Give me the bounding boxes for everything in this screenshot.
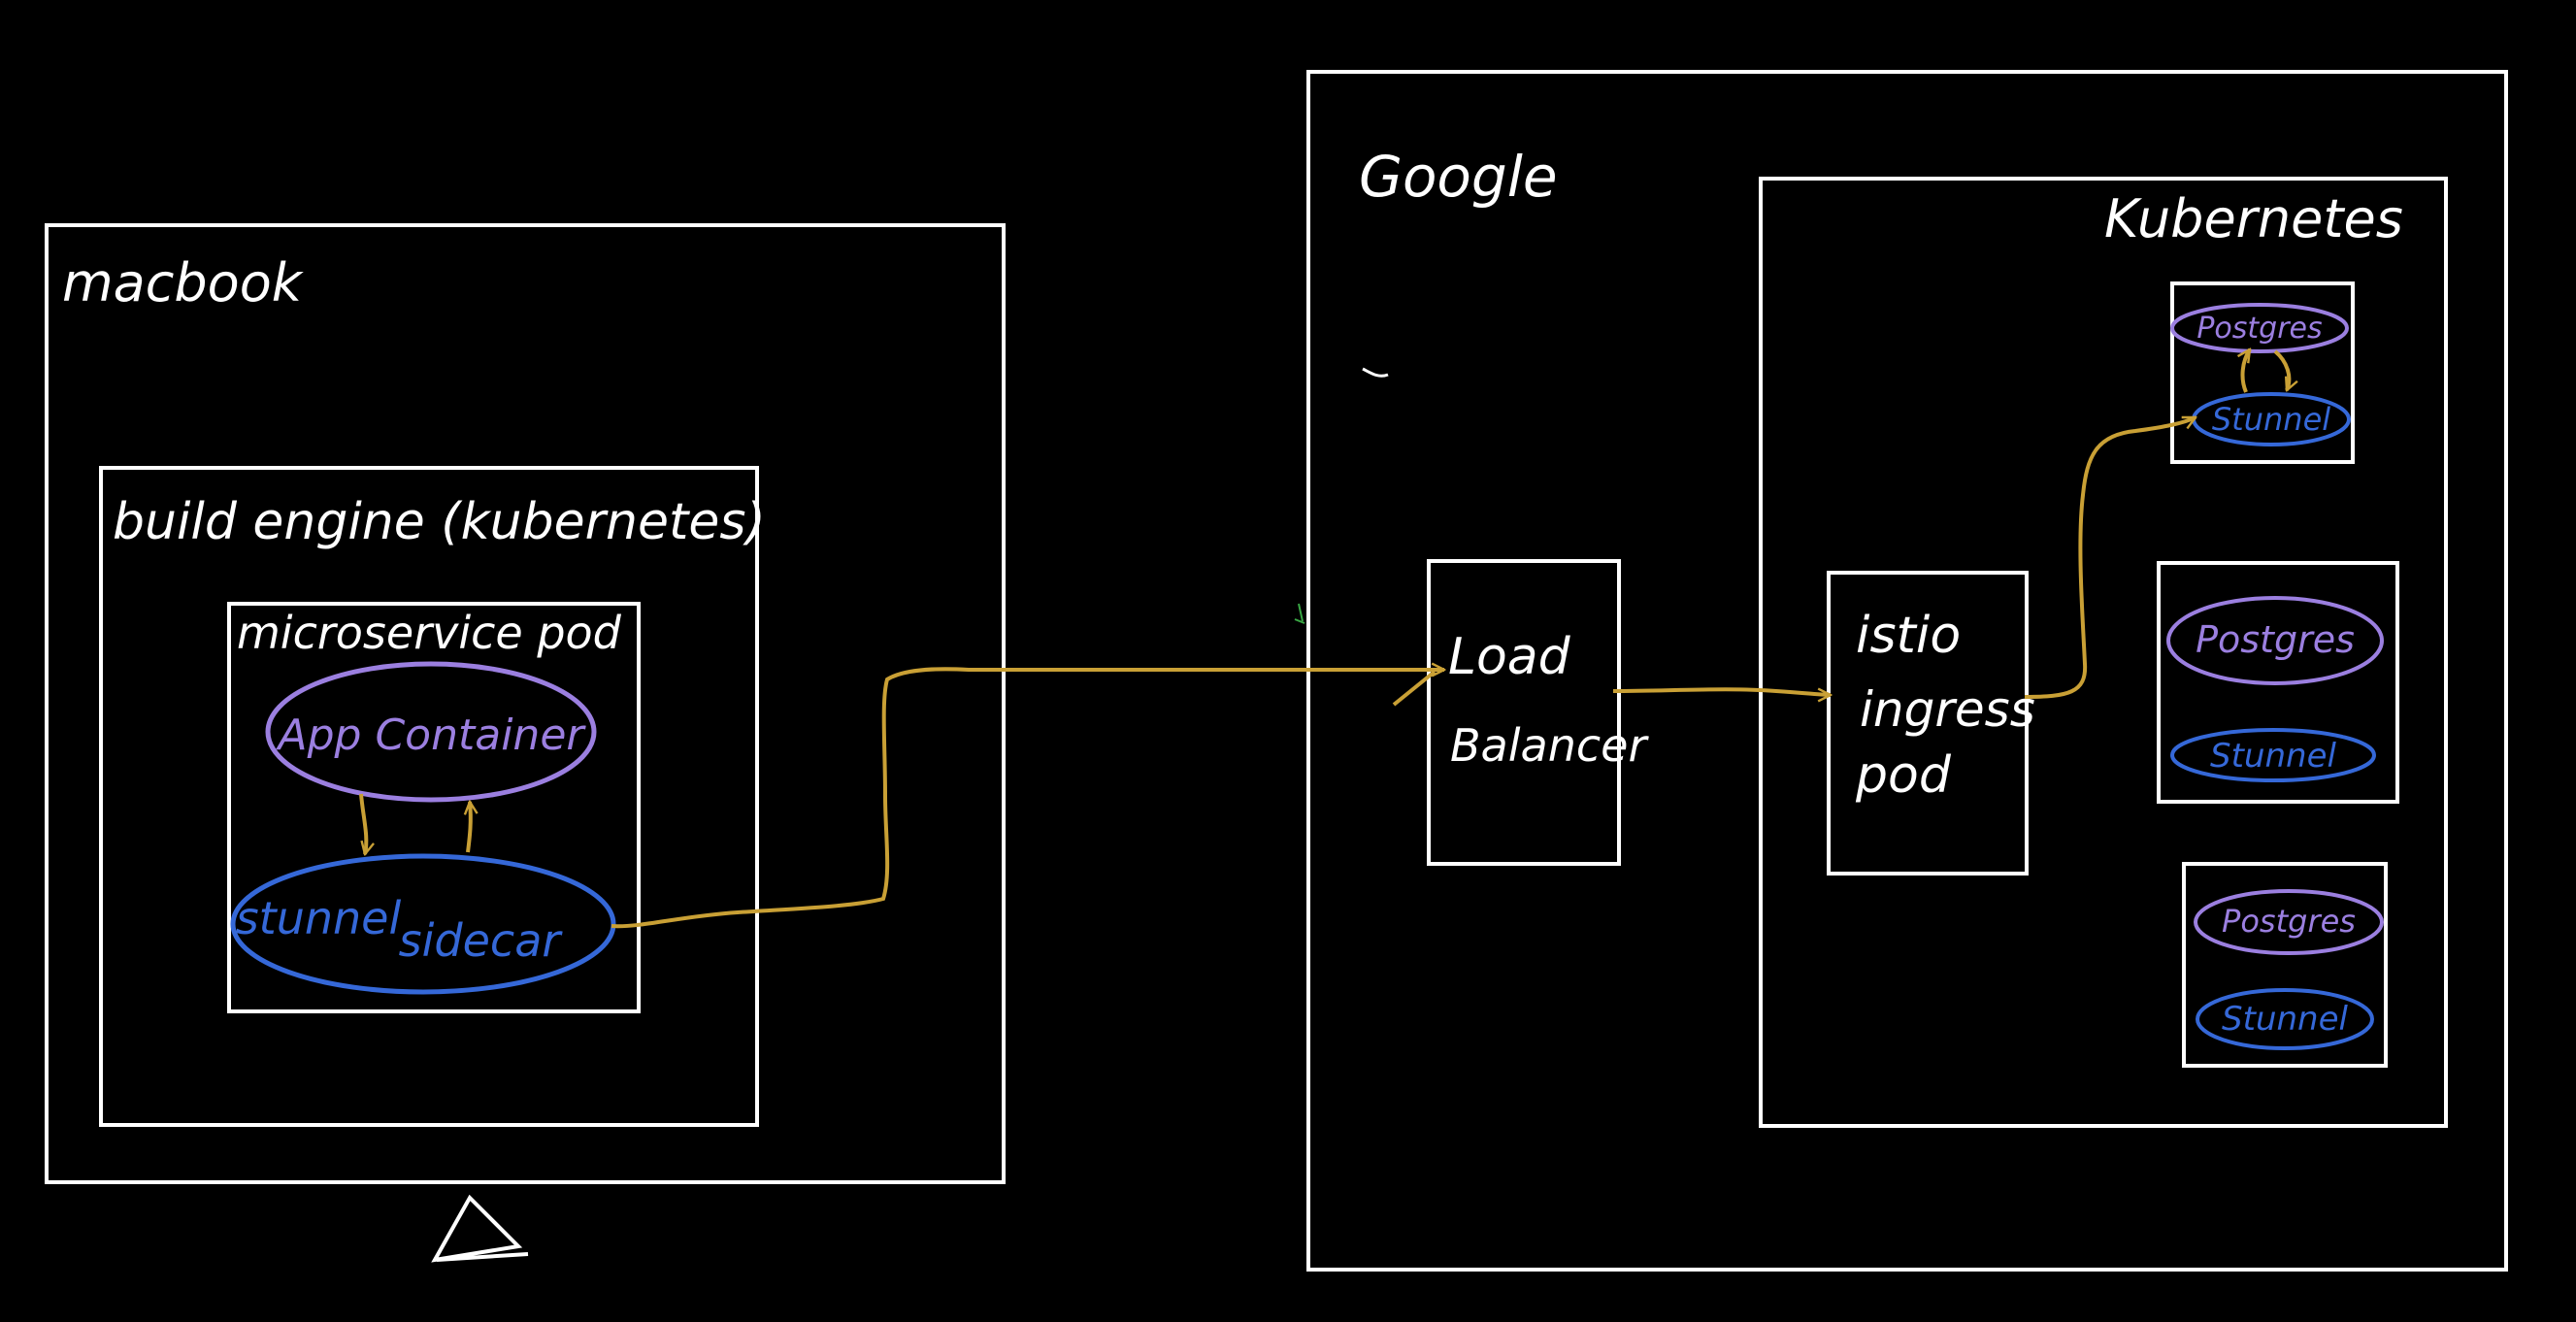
stunnel-label-2: Stunnel bbox=[2210, 737, 2336, 776]
macbook-group: macbook build engine (kubernetes) micros… bbox=[45, 223, 1006, 1263]
load-balancer-box bbox=[1427, 559, 1621, 866]
stunnel-ellipse-3 bbox=[2196, 988, 2374, 1050]
stunnel-label-1: Stunnel bbox=[2212, 401, 2330, 438]
istio-ingress-pod-box bbox=[1827, 571, 2029, 876]
microservice-pod-label: microservice pod bbox=[237, 607, 622, 659]
connections-group bbox=[611, 415, 2196, 929]
postgres-ellipse-2 bbox=[2166, 596, 2384, 685]
stunnel-to-postgres-arrow-1 bbox=[2243, 349, 2252, 393]
load-balancer-to-istio-connection bbox=[1612, 687, 1831, 695]
app-container-label: App Container bbox=[276, 711, 587, 760]
istio-label-line1: istio bbox=[1856, 607, 1961, 665]
postgres-label-2: Postgres bbox=[2196, 618, 2355, 661]
app-container-ellipse bbox=[265, 661, 597, 803]
sidecar-to-load-balancer-connection bbox=[611, 669, 1444, 929]
postgres-label-1: Postgres bbox=[2196, 312, 2322, 346]
google-group: Google Load Balancer Kubernetes istio in… bbox=[1306, 70, 2508, 1272]
build-engine-box bbox=[99, 466, 759, 1127]
load-balancer-label-line2: Balancer bbox=[1450, 719, 1649, 772]
stunnel-sidecar-ellipse bbox=[230, 853, 616, 995]
kubernetes-label: Kubernetes bbox=[2104, 188, 2403, 249]
istio-to-stunnel-connection bbox=[2024, 415, 2196, 699]
istio-label-line3: pod bbox=[1855, 746, 1952, 805]
doodle-triangle-icon bbox=[431, 1194, 529, 1263]
postgres-to-stunnel-arrow-1 bbox=[2273, 349, 2289, 390]
postgres-label-3: Postgres bbox=[2222, 903, 2356, 940]
db-pod-box-2 bbox=[2157, 561, 2399, 804]
stray-green-mark bbox=[1294, 603, 1305, 624]
microservice-pod-box bbox=[227, 602, 641, 1013]
app-to-sidecar-arrow bbox=[359, 793, 366, 854]
postgres-ellipse-3 bbox=[2194, 889, 2384, 955]
google-label: Google bbox=[1359, 144, 1558, 210]
build-engine-label: build engine (kubernetes) bbox=[113, 493, 766, 551]
stray-tilde-mark bbox=[1362, 367, 1389, 378]
kubernetes-box bbox=[1759, 177, 2448, 1128]
istio-label-line2: ingress bbox=[1860, 681, 2035, 738]
stunnel-ellipse-2 bbox=[2170, 728, 2376, 782]
db-pod-box-1 bbox=[2170, 281, 2355, 464]
load-balancer-arrow-tail bbox=[1392, 670, 1437, 707]
sidecar-to-app-arrow bbox=[468, 802, 471, 853]
stunnel-sidecar-label-line2: sidecar bbox=[399, 914, 564, 967]
stunnel-sidecar-label-line1: stunnel bbox=[236, 892, 402, 944]
db-pod-box-3 bbox=[2182, 862, 2388, 1068]
postgres-ellipse-1 bbox=[2170, 303, 2349, 353]
load-balancer-label-line1: Load bbox=[1448, 628, 1571, 686]
macbook-label: macbook bbox=[62, 252, 305, 314]
macbook-box bbox=[45, 223, 1006, 1184]
stunnel-label-3: Stunnel bbox=[2222, 1000, 2348, 1039]
